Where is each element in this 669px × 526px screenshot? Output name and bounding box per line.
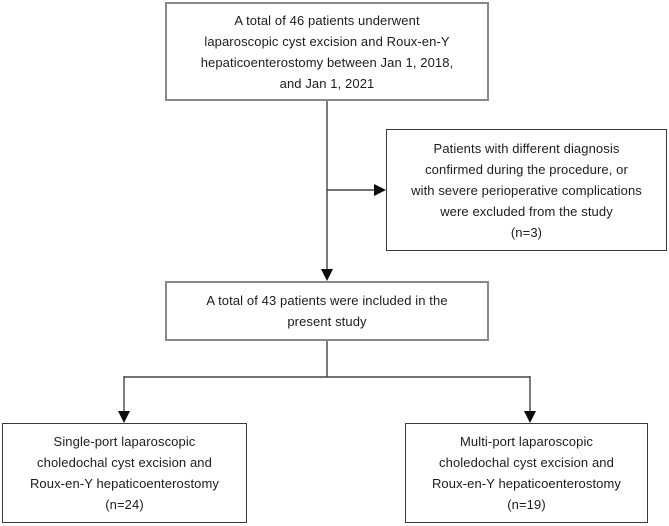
box-included-text: A total of 43 patients were included in … [206,293,448,329]
arrowhead-down-singleport [118,411,130,423]
box-single-port-group: Single-port laparoscopic choledochal cys… [2,423,247,523]
box-multi-port-group: Multi-port laparoscopic choledochal cyst… [405,423,648,523]
arrowhead-down-multiport [524,411,536,423]
box-enrolled-text: A total of 46 patients underwent laparos… [200,12,454,91]
arrowhead-right-excluded [374,184,386,196]
box-excluded-patients: Patients with different diagnosis confir… [386,129,667,251]
box-excluded-text: Patients with different diagnosis confir… [411,140,642,240]
box-multi-port-text: Multi-port laparoscopic choledochal cyst… [431,434,622,512]
box-single-port-text: Single-port laparoscopic choledochal cys… [29,434,220,512]
box-enrolled-patients: A total of 46 patients underwent laparos… [165,2,489,101]
arrowhead-down-included [321,269,333,281]
box-included-patients: A total of 43 patients were included in … [165,281,489,341]
